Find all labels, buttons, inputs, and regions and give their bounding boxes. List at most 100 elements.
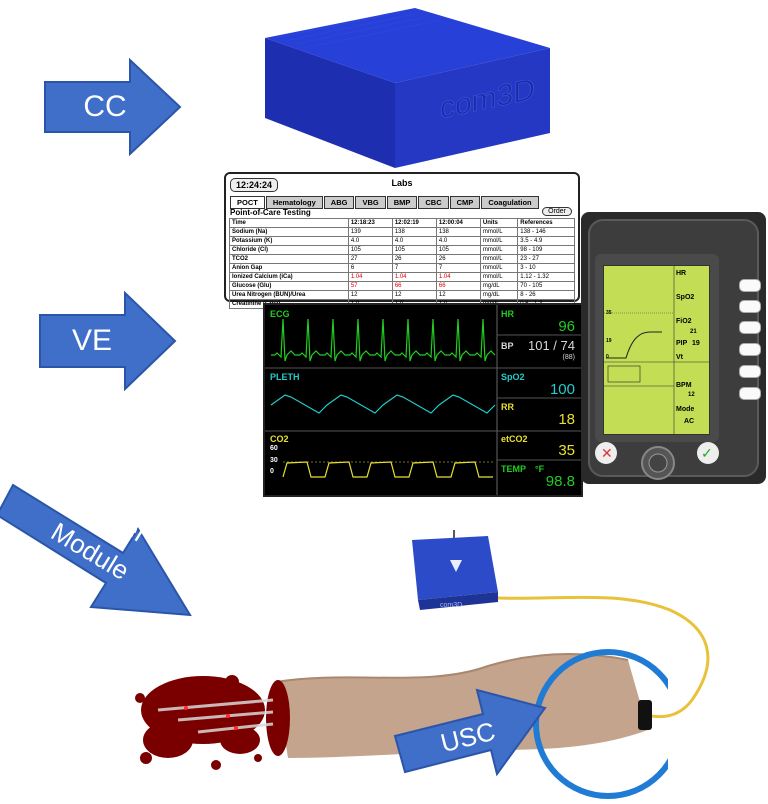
vent-pip-label: PIP xyxy=(676,340,688,347)
labs-title: Labs xyxy=(391,178,413,188)
trainer-module-arrow xyxy=(0,483,192,617)
hr-label: HR xyxy=(501,309,514,319)
tab-coagulation[interactable]: Coagulation xyxy=(481,196,539,209)
labs-subtitle: Point-of-Care Testing xyxy=(230,208,311,217)
table-cell: 6 xyxy=(347,263,393,273)
etco2-label: etCO2 xyxy=(501,434,528,444)
co2-scale-mid: 30 xyxy=(270,457,278,464)
labs-header-cell: Units xyxy=(479,218,519,228)
ventilator-device: ✕ ✓ 35 19 0 HR SpO2 FiO2 21 PIP 19 Vt BP… xyxy=(581,212,766,484)
ventilator-side-button-4[interactable] xyxy=(739,343,761,356)
ventilator-confirm-icon xyxy=(697,442,719,464)
table-cell: 3.5 - 4.9 xyxy=(517,236,575,246)
table-cell: 70 - 105 xyxy=(517,281,575,291)
table-cell: Chloride (Cl) xyxy=(229,245,349,255)
table-cell: mmol/L xyxy=(479,227,519,237)
table-cell: 23 - 27 xyxy=(517,254,575,264)
tab-cbc[interactable]: CBC xyxy=(418,196,449,209)
table-cell: 4.0 xyxy=(435,236,481,246)
table-cell: 4.0 xyxy=(391,236,437,246)
vent-bpm-label: BPM xyxy=(676,382,692,389)
table-cell: 105 xyxy=(435,245,481,255)
vent-scale-bottom: 0 xyxy=(606,354,609,360)
ventilator-side-button-1[interactable] xyxy=(739,279,761,292)
hr-value: 96 xyxy=(558,318,575,335)
table-cell: 3 - 10 xyxy=(517,263,575,273)
table-cell: Urea Nitrogen (BUN)/Urea xyxy=(229,290,349,300)
vent-scale-top: 35 xyxy=(606,310,612,316)
patient-monitor: ECG PLETH CO2 60 30 0 HR 96 BP 101 / 74 … xyxy=(263,303,583,497)
cc-device-box: com3D xyxy=(265,8,550,168)
ve-arrow-label: VE xyxy=(71,324,113,357)
table-cell: Sodium (Na) xyxy=(229,227,349,237)
ventilator-side-button-5[interactable] xyxy=(739,365,761,378)
labs-header-cell: 12:00:04 xyxy=(435,218,481,228)
tab-vbg[interactable]: VBG xyxy=(355,196,386,209)
rr-label: RR xyxy=(501,402,514,412)
table-cell: 98 - 109 xyxy=(517,245,575,255)
cc-arrow xyxy=(44,57,182,157)
table-cell: 66 xyxy=(435,281,481,291)
usc-highlight-circle xyxy=(533,649,668,799)
vent-hr-label: HR xyxy=(676,270,687,277)
table-cell: 105 xyxy=(391,245,437,255)
table-cell: 1.12 - 1.32 xyxy=(517,272,575,282)
bp-value: 101 / 74 xyxy=(528,338,575,353)
spo2-label: SpO2 xyxy=(501,372,525,382)
table-cell: Ionized Calcium (iCa) xyxy=(229,272,349,282)
tab-abg[interactable]: ABG xyxy=(323,196,355,209)
table-cell: mmol/L xyxy=(479,263,519,273)
table-cell: 139 xyxy=(347,227,393,237)
labs-header-cell: 12:02:19 xyxy=(391,218,437,228)
vent-mode-value: AC xyxy=(684,418,695,425)
co2-label: CO2 xyxy=(270,434,289,444)
ecg-waveform xyxy=(271,318,496,362)
ventilator-screen: 35 19 0 HR SpO2 FiO2 21 PIP 19 Vt BPM 12… xyxy=(603,265,710,435)
vent-fio2-label: FiO2 xyxy=(676,318,692,325)
table-cell: 1.04 xyxy=(435,272,481,282)
table-cell: Potassium (K) xyxy=(229,236,349,246)
table-cell: Glucose (Glu) xyxy=(229,281,349,291)
bp-label: BP xyxy=(501,341,514,351)
labs-header-cell: 12:18:23 xyxy=(347,218,393,228)
ecg-label: ECG xyxy=(270,309,290,319)
table-cell: 57 xyxy=(347,281,393,291)
tab-hematology[interactable]: Hematology xyxy=(265,196,323,209)
labs-header-cell: Time xyxy=(229,218,349,228)
svg-text:✕: ✕ xyxy=(601,445,613,461)
vent-bpm-value: 12 xyxy=(688,392,695,398)
ventilator-side-button-6[interactable] xyxy=(739,387,761,400)
vent-mode-label: Mode xyxy=(676,406,695,413)
table-cell: mg/dL xyxy=(479,290,519,300)
table-cell: 12 xyxy=(435,290,481,300)
arm-body xyxy=(276,654,648,758)
pleth-waveform xyxy=(270,394,496,414)
table-cell: 7 xyxy=(391,263,437,273)
table-cell: 1.04 xyxy=(347,272,393,282)
table-cell: 12 xyxy=(391,290,437,300)
order-button[interactable]: Order xyxy=(542,207,572,216)
etco2-value: 35 xyxy=(558,442,575,459)
table-cell: mmol/L xyxy=(479,245,519,255)
ventilator-side-button-2[interactable] xyxy=(739,300,761,313)
table-cell: 12 xyxy=(347,290,393,300)
tab-bmp[interactable]: BMP xyxy=(386,196,418,209)
ventilator-side-button-3[interactable] xyxy=(739,321,761,334)
vent-fio2-value: 21 xyxy=(690,329,697,335)
blood-splatter xyxy=(135,675,284,770)
tab-poct[interactable]: POCT xyxy=(230,196,265,209)
table-cell: Anion Gap xyxy=(229,263,349,273)
table-cell: mmol/L xyxy=(479,236,519,246)
labs-header-cell: References xyxy=(517,218,575,228)
cc-arrow-label: CC xyxy=(83,90,127,123)
tab-cmp[interactable]: CMP xyxy=(449,196,481,209)
